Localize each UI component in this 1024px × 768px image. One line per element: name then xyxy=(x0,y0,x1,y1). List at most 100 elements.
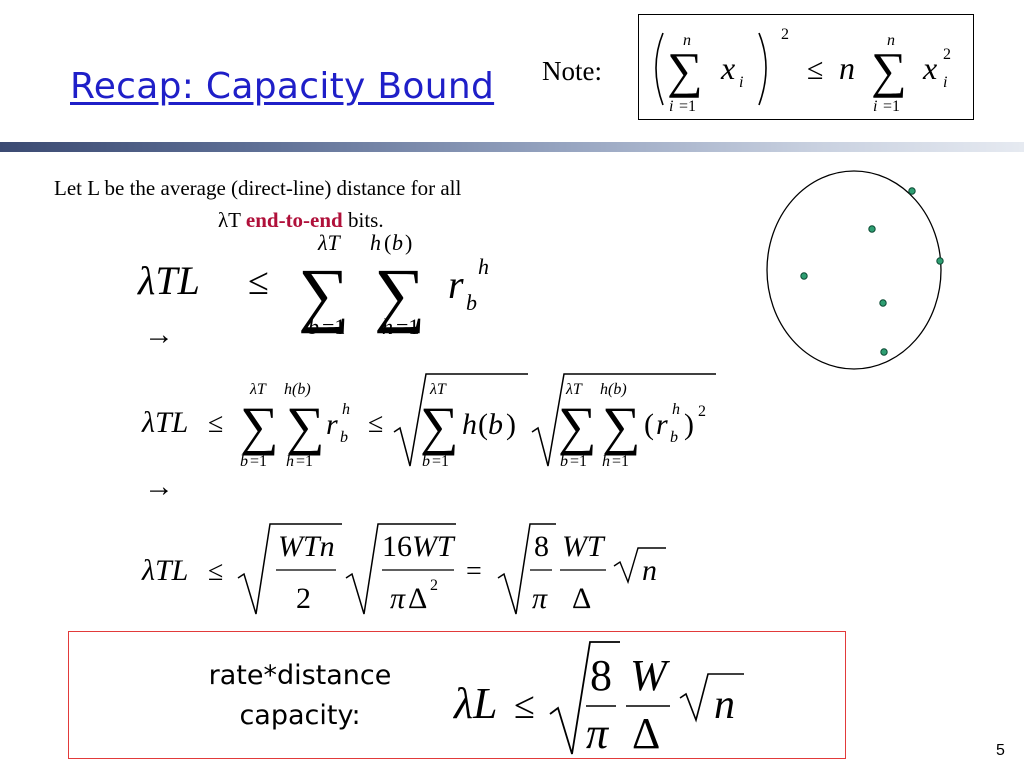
result-formula: λL ≤ 8 π W Δ n xyxy=(452,641,744,758)
svg-text:r: r xyxy=(448,262,464,307)
svg-text:(: ( xyxy=(478,408,488,441)
svg-text:h(b): h(b) xyxy=(600,381,627,398)
title-divider-bar xyxy=(0,142,1024,152)
svg-text:∑: ∑ xyxy=(240,396,279,456)
svg-text:x: x xyxy=(922,50,937,86)
svg-text:x: x xyxy=(720,50,735,86)
svg-text:2: 2 xyxy=(781,26,789,43)
implies-arrow-2: → xyxy=(144,470,174,503)
svg-text:n: n xyxy=(887,32,895,49)
equation-3: λTL ≤ WTn 2 16 WT π Δ 2 = 8 π WT Δ n xyxy=(141,523,666,615)
svg-text:b: b xyxy=(670,429,678,446)
svg-text:π: π xyxy=(532,582,548,615)
result-box xyxy=(68,631,846,759)
svg-text:h(b): h(b) xyxy=(284,381,311,398)
svg-text:h: h xyxy=(462,408,477,441)
network-node xyxy=(879,299,887,307)
svg-text:λTL: λTL xyxy=(137,258,200,303)
svg-text:∑: ∑ xyxy=(298,254,349,334)
svg-text:): ) xyxy=(684,408,694,441)
svg-text:=1: =1 xyxy=(612,453,629,470)
svg-text:λT: λT xyxy=(317,230,342,255)
svg-text:h: h xyxy=(382,314,393,339)
svg-text:∑: ∑ xyxy=(558,396,597,456)
svg-text:h: h xyxy=(672,401,680,418)
svg-text:Δ: Δ xyxy=(572,582,591,615)
equation-2: λTL ≤ λT ∑ b =1 h(b) ∑ h =1 r h b ≤ λT ∑… xyxy=(141,373,716,470)
svg-text:≤: ≤ xyxy=(368,408,383,439)
svg-text:∑: ∑ xyxy=(602,396,641,456)
note-label: Note: xyxy=(542,56,602,86)
svg-text:b: b xyxy=(340,429,348,446)
svg-text:i: i xyxy=(943,74,947,91)
svg-text:λTL: λTL xyxy=(141,554,188,587)
svg-text:i: i xyxy=(739,74,743,91)
svg-text:=1: =1 xyxy=(296,453,313,470)
svg-text:b: b xyxy=(466,290,477,315)
implies-arrow-1: → xyxy=(144,318,174,351)
svg-text:Δ: Δ xyxy=(408,582,427,615)
svg-text:=1: =1 xyxy=(432,453,449,470)
intro-lambda: λT xyxy=(218,208,246,232)
svg-text:WTn: WTn xyxy=(278,530,335,563)
svg-text:∑: ∑ xyxy=(420,396,459,456)
equation-1: λTL ≤ λT ∑ b =1 h ( b ) ∑ h =1 r h b xyxy=(137,230,489,339)
svg-text:r: r xyxy=(326,408,338,441)
svg-text:r: r xyxy=(656,408,668,441)
slide-title: Recap: Capacity Bound xyxy=(70,66,495,107)
svg-text:): ) xyxy=(506,408,516,441)
network-diagram xyxy=(766,170,944,370)
svg-text:16: 16 xyxy=(382,530,412,563)
svg-text:π: π xyxy=(586,709,610,758)
svg-text:∑: ∑ xyxy=(871,42,907,98)
svg-text:λTL: λTL xyxy=(141,406,188,439)
svg-text:=: = xyxy=(466,556,482,587)
svg-text:(: ( xyxy=(644,408,654,441)
network-area-circle xyxy=(766,170,942,370)
svg-text:): ) xyxy=(405,230,412,255)
network-node xyxy=(908,187,916,195)
network-node xyxy=(880,348,888,356)
svg-text:∑: ∑ xyxy=(374,254,425,334)
svg-text:Δ: Δ xyxy=(632,709,660,758)
svg-text:b: b xyxy=(488,408,503,441)
svg-text:i: i xyxy=(873,98,877,115)
svg-text:n: n xyxy=(683,32,691,49)
svg-text:2: 2 xyxy=(698,403,706,420)
svg-text:i: i xyxy=(669,98,673,115)
svg-text:(: ( xyxy=(384,230,391,255)
svg-text:WT: WT xyxy=(562,530,606,563)
svg-text:WT: WT xyxy=(412,530,456,563)
svg-text:b: b xyxy=(392,230,403,255)
svg-text:b: b xyxy=(240,453,248,470)
svg-text:∑: ∑ xyxy=(286,396,325,456)
svg-text:n: n xyxy=(642,554,657,587)
svg-text:b: b xyxy=(422,453,430,470)
network-node xyxy=(936,257,944,265)
intro-rest: bits. xyxy=(342,208,384,232)
svg-text:n: n xyxy=(839,50,855,86)
svg-text:λT: λT xyxy=(429,381,447,398)
svg-text:=1: =1 xyxy=(883,98,900,115)
svg-text:λT: λT xyxy=(249,381,267,398)
note-formula-box: n ∑ i =1 x i 2 ≤ n n ∑ i =1 x 2 i xyxy=(638,14,974,120)
note-formula: n ∑ i =1 x i 2 ≤ n n ∑ i =1 x 2 i xyxy=(655,26,951,115)
svg-text:=1: =1 xyxy=(679,98,696,115)
network-node xyxy=(868,225,876,233)
svg-text:=1: =1 xyxy=(250,453,267,470)
intro-text-line1: Let L be the average (direct-line) dista… xyxy=(54,176,462,200)
svg-text:h: h xyxy=(478,254,489,279)
svg-text:h: h xyxy=(370,230,381,255)
intro-emphasis: end-to-end xyxy=(245,208,343,232)
svg-text:h: h xyxy=(602,453,610,470)
svg-text:2: 2 xyxy=(430,577,438,594)
svg-text:π: π xyxy=(390,582,406,615)
svg-text:8: 8 xyxy=(590,651,612,700)
svg-text:n: n xyxy=(714,682,735,728)
svg-text:λT: λT xyxy=(565,381,583,398)
svg-text:b: b xyxy=(308,314,319,339)
result-label-line2: capacity: xyxy=(239,700,361,731)
svg-text:W: W xyxy=(630,651,670,700)
svg-text:≤: ≤ xyxy=(248,261,269,303)
svg-text:≤: ≤ xyxy=(807,53,823,86)
